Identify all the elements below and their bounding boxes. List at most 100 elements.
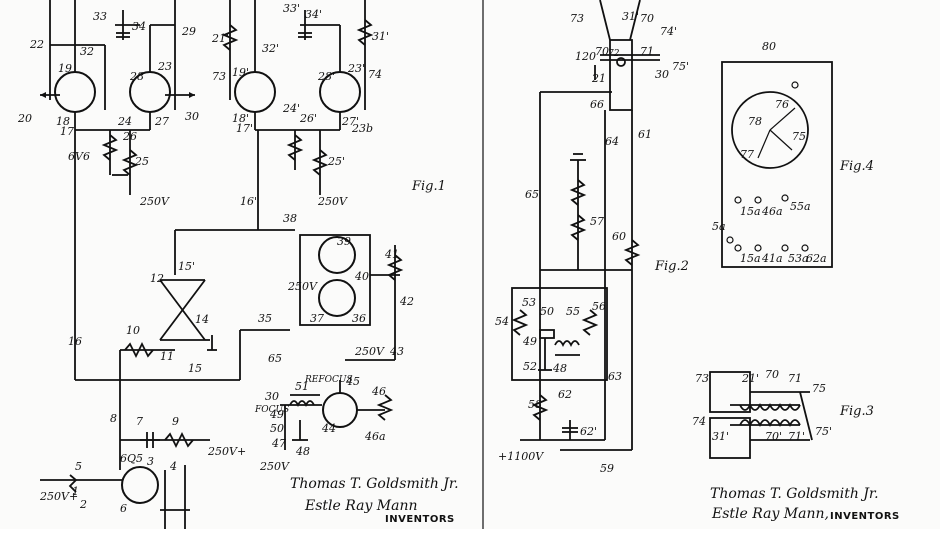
f3-label-75: 75	[812, 382, 826, 395]
f4-label-78: 78	[748, 115, 762, 128]
label-22: 22	[29, 38, 44, 51]
label-37: 37	[310, 312, 324, 325]
label-250v-e: 250V	[259, 460, 290, 473]
fig3-labels: 73 21' 70 71 75 74 31' 70' 71' 75' Fig.3	[692, 368, 874, 443]
f2-label-66: 66	[590, 98, 604, 111]
f3-label-75p: 75'	[815, 425, 832, 438]
signature-mann-left: Estle Ray Mann	[304, 498, 418, 514]
label-45: 45	[345, 375, 360, 388]
label-30b: 30	[265, 390, 279, 403]
f2-label-72: 72	[608, 49, 620, 59]
f4-label-80: 80	[762, 40, 776, 53]
f2-label-53: 53	[522, 296, 536, 309]
label-focus: FOCUS	[254, 405, 289, 415]
f2-label-31p: 31'	[622, 10, 639, 23]
label-74: 74	[368, 68, 382, 81]
label-19: 19	[58, 62, 72, 75]
f2-label-62: 62	[558, 388, 572, 401]
label-27: 27	[154, 115, 169, 128]
label-18p: 18'	[232, 112, 249, 125]
label-19p: 19'	[232, 66, 249, 79]
label-50: 50	[270, 422, 284, 435]
f3-label-73: 73	[695, 372, 709, 385]
label-44: 44	[321, 422, 336, 435]
label-5: 5	[75, 460, 82, 473]
label-14: 14	[195, 313, 209, 326]
f2-label-1100v: +1100V	[498, 450, 544, 463]
label-250vplus-a: 250V+	[207, 445, 246, 458]
label-3: 3	[147, 455, 154, 468]
f4-label-53a: 53a	[788, 252, 809, 265]
f2-label-60: 60	[612, 230, 626, 243]
label-39: 39	[337, 235, 351, 248]
f2-label-58: 58	[528, 398, 542, 411]
label-36: 36	[352, 312, 366, 325]
tube-39	[318, 236, 356, 274]
fig3-label: Fig.3	[839, 404, 874, 419]
label-6v6: 6V6	[68, 150, 90, 163]
label-250v-a: 250V	[139, 195, 170, 208]
label-15: 15	[188, 362, 202, 375]
signature-mann-right: Estle Ray Mann,	[711, 506, 829, 522]
fig4-label: Fig.4	[839, 159, 874, 174]
label-2: 2	[79, 498, 87, 511]
label-12: 12	[150, 272, 164, 285]
label-4: 4	[169, 460, 177, 473]
label-27p: 27'	[341, 115, 359, 128]
label-40: 40	[354, 270, 369, 283]
label-34: 34	[132, 20, 146, 33]
label-20: 20	[17, 112, 32, 125]
f2-label-52: 52	[523, 360, 537, 373]
f2-label-70: 70	[640, 12, 654, 25]
label-48: 48	[295, 445, 310, 458]
fig1-circuit	[40, 0, 404, 529]
fig2-label: Fig.2	[654, 259, 689, 274]
label-38: 38	[283, 212, 297, 225]
label-6q5: 6Q5	[120, 452, 143, 465]
f3-label-21p: 21'	[741, 372, 759, 385]
f2-label-64: 64	[605, 135, 619, 148]
label-17: 17	[60, 125, 74, 138]
tube-19	[54, 71, 96, 113]
label-49: 49	[269, 408, 284, 421]
signature-goldsmith-right: Thomas T. Goldsmith Jr.	[710, 486, 879, 502]
f2-label-65: 65	[525, 188, 539, 201]
label-32p: 32'	[262, 42, 279, 55]
label-29: 29	[181, 25, 196, 38]
f2-label-62p: 62'	[580, 425, 597, 438]
f2-label-56: 56	[592, 300, 606, 313]
crt-neck	[609, 39, 633, 111]
label-23: 23	[157, 60, 172, 73]
label-15p: 15'	[178, 260, 195, 273]
label-6: 6	[120, 502, 127, 515]
f2-label-48: 48	[552, 362, 567, 375]
label-25: 25	[134, 155, 149, 168]
label-65: 65	[268, 352, 282, 365]
f4-label-62a: 62a	[806, 252, 827, 265]
label-25p: 25'	[327, 155, 345, 168]
f2-label-70b: 70	[595, 45, 609, 58]
f2-label-49: 49	[522, 335, 537, 348]
label-23b: 23b	[351, 122, 373, 135]
fig2-box	[511, 287, 608, 381]
label-17p: 17'	[236, 122, 253, 135]
label-51: 51	[295, 380, 309, 393]
label-33p: 33'	[283, 2, 300, 15]
label-16p: 16'	[240, 195, 257, 208]
fig4-labels: 80 76 78 77 75 5a 15a 46a 55a 15a 41a 53…	[712, 40, 874, 265]
fig1-labels: 22 19 32 33 34 28 23 29 20 18 17 24 26 2…	[17, 2, 446, 515]
label-41: 41	[384, 248, 399, 261]
fig2-labels: 73 31' 70 74' 120 70 72 71 21 30 75' 66 …	[495, 10, 689, 475]
label-9: 9	[172, 415, 179, 428]
label-73: 73	[212, 70, 226, 83]
inventors-label-left: INVENTORS	[385, 514, 455, 525]
label-26: 26	[122, 130, 137, 143]
f2-label-59: 59	[600, 462, 614, 475]
f2-label-57: 57	[590, 215, 604, 228]
f2-label-73: 73	[570, 12, 584, 25]
inventors-label-right: INVENTORS	[830, 511, 900, 522]
f3-label-31p: 31'	[712, 430, 729, 443]
f4-label-55a: 55a	[790, 200, 811, 213]
label-16: 16	[68, 335, 82, 348]
